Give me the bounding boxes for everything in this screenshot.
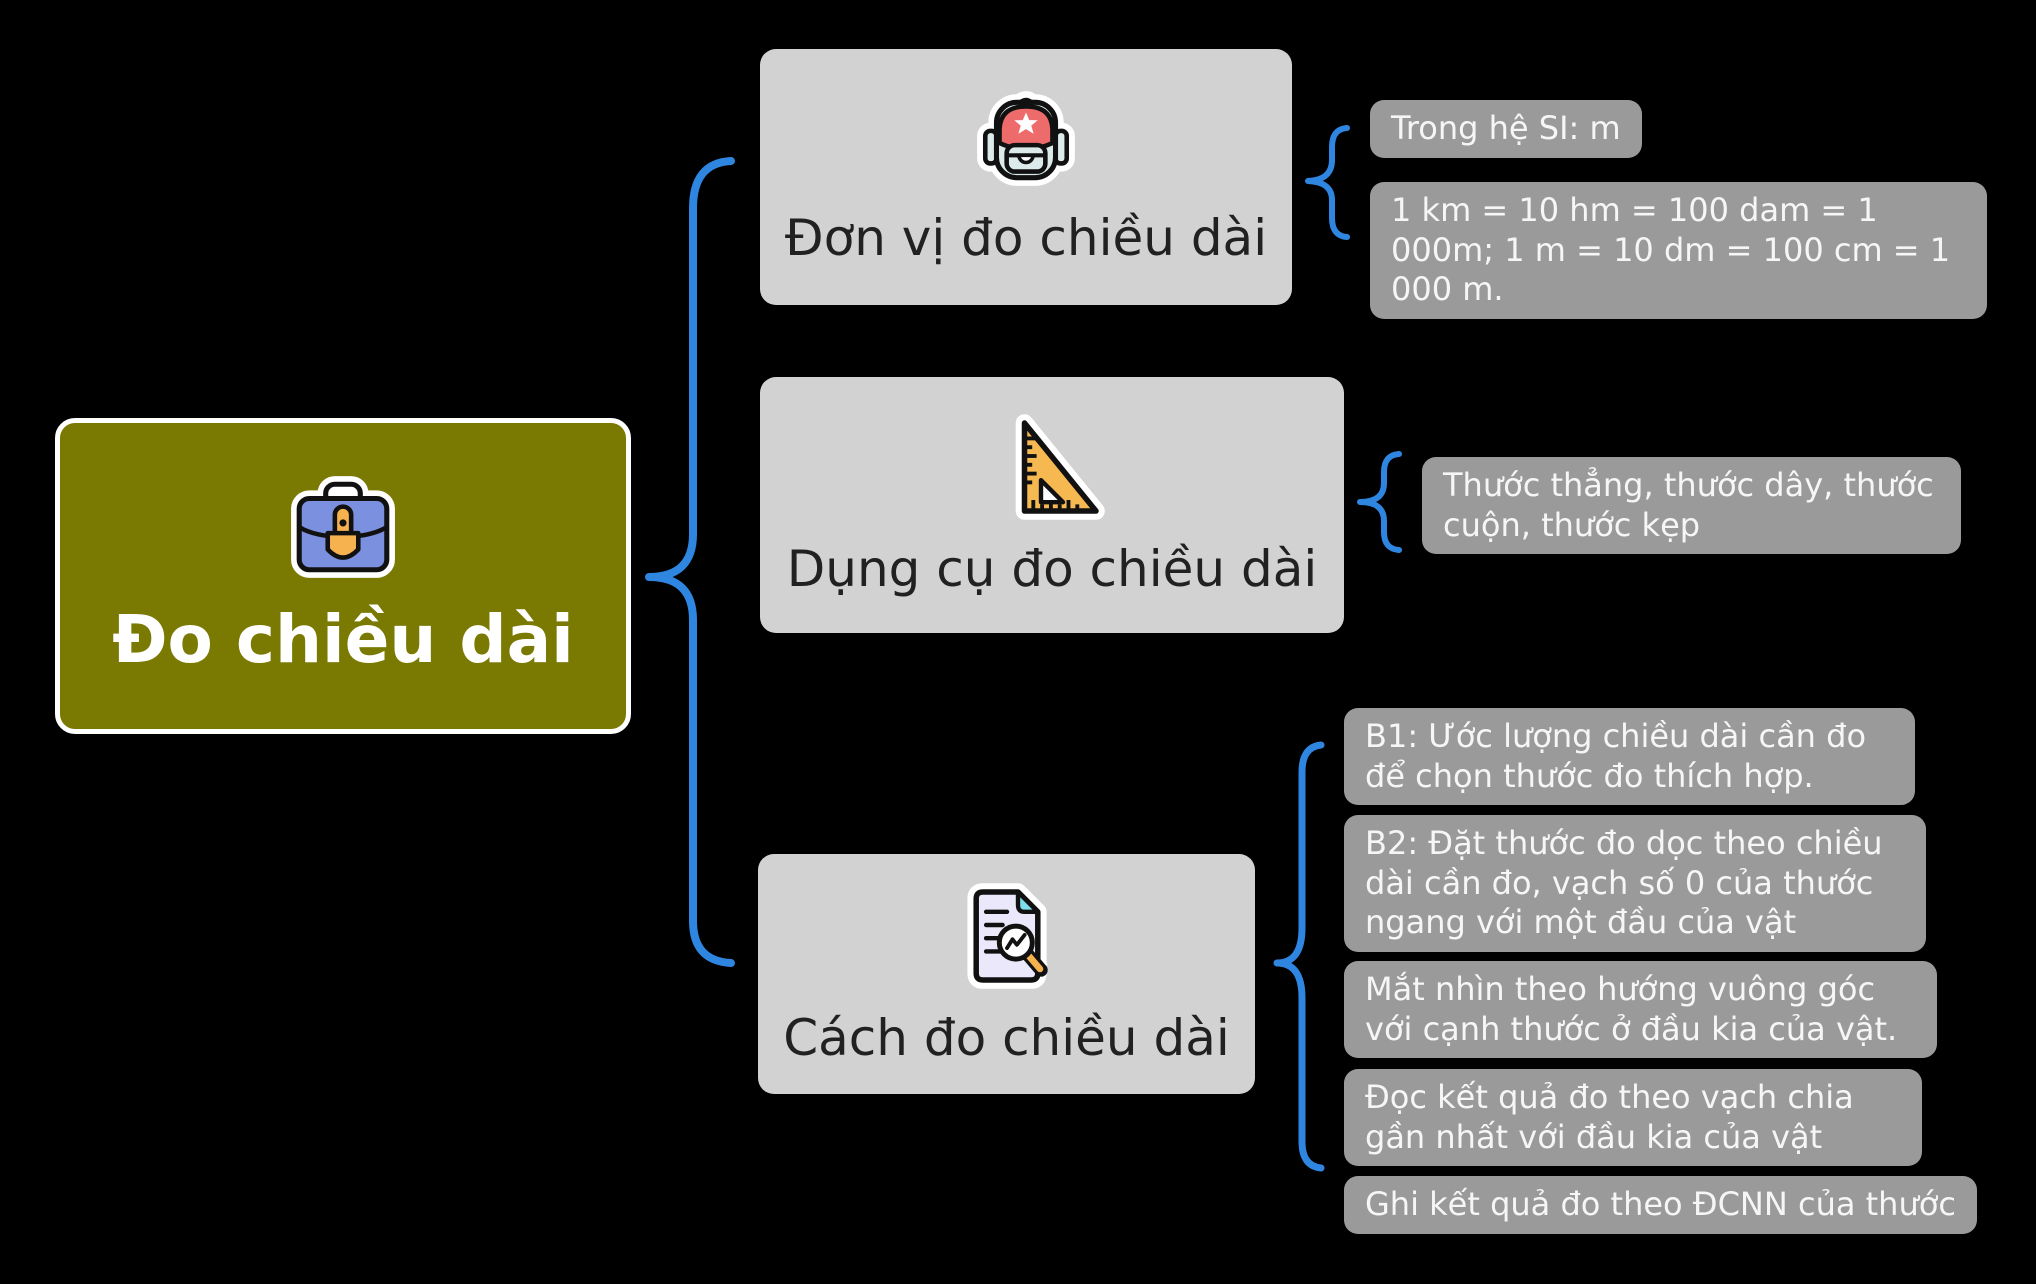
branch-node-method[interactable]: Cách đo chiều dài bbox=[758, 854, 1255, 1094]
leaf-node[interactable]: Mắt nhìn theo hướng vuông góc với cạnh t… bbox=[1344, 961, 1937, 1059]
branch-label-tools: Dụng cụ đo chiều dài bbox=[786, 540, 1318, 598]
brace-method-to-leaves bbox=[1273, 741, 1325, 1172]
branch-node-tools[interactable]: Dụng cụ đo chiều dài bbox=[760, 377, 1344, 633]
set-square-icon bbox=[1015, 414, 1105, 520]
leaf-node[interactable]: 1 km = 10 hm = 100 dam = 1 000m; 1 m = 1… bbox=[1370, 182, 1987, 320]
root-node[interactable]: Đo chiều dài bbox=[55, 418, 631, 734]
leaf-node[interactable]: Đọc kết quả đo theo vạch chia gần nhất v… bbox=[1344, 1069, 1922, 1167]
backpack-icon bbox=[977, 91, 1075, 186]
brace-root-to-branches bbox=[645, 157, 735, 967]
document-search-icon bbox=[966, 883, 1048, 989]
leaf-node[interactable]: Trong hệ SI: m bbox=[1370, 100, 1642, 158]
leaf-node[interactable]: Thước thẳng, thước dây, thước cuộn, thướ… bbox=[1422, 457, 1961, 555]
branch-label-units: Đơn vị đo chiều dài bbox=[784, 209, 1268, 267]
briefcase-icon bbox=[291, 475, 395, 578]
branch-label-method: Cách đo chiều dài bbox=[783, 1009, 1230, 1067]
brace-units-to-leaves bbox=[1305, 125, 1350, 240]
leaf-node[interactable]: B1: Ước lượng chiều dài cần đo để chọn t… bbox=[1344, 708, 1915, 806]
leaf-node[interactable]: Ghi kết quả đo theo ĐCNN của thước bbox=[1344, 1176, 1977, 1234]
brace-tools-to-leaves bbox=[1357, 451, 1402, 553]
root-label: Đo chiều dài bbox=[112, 600, 574, 678]
leaf-node[interactable]: B2: Đặt thước đo dọc theo chiều dài cần … bbox=[1344, 815, 1926, 953]
branch-node-units[interactable]: Đơn vị đo chiều dài bbox=[760, 49, 1292, 305]
